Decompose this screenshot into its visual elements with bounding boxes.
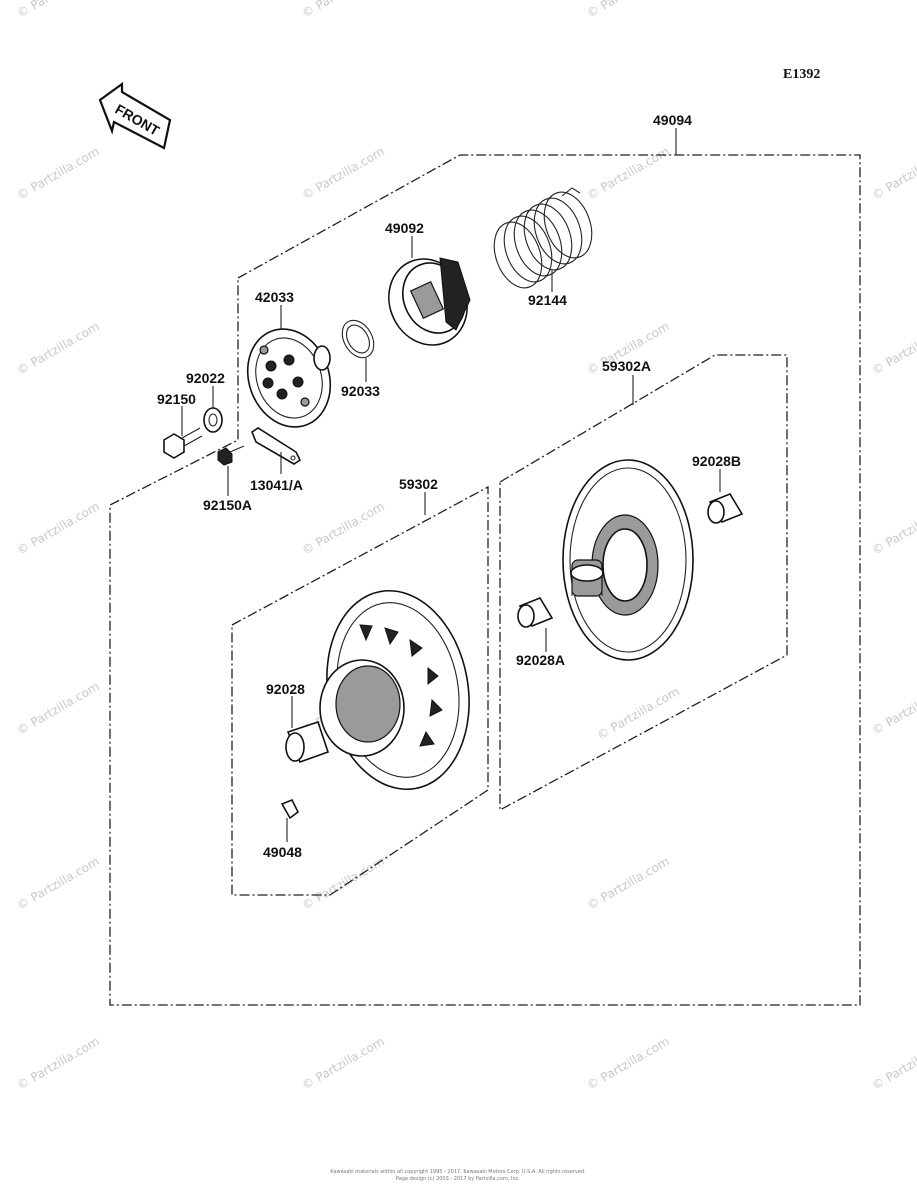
bushing-92028A bbox=[517, 597, 554, 628]
watermark: © Partzilla.com bbox=[15, 144, 102, 202]
watermark: © Partzilla.com bbox=[870, 679, 917, 737]
watermark: © Partzilla.com bbox=[870, 499, 917, 557]
weight-49048 bbox=[280, 798, 300, 820]
label-92144: 92144 bbox=[528, 292, 567, 308]
watermark-layer: © Partzilla.com © Partzilla.com © Partzi… bbox=[15, 0, 917, 1093]
diagram-code: E1392 bbox=[783, 67, 820, 82]
footer-design: Page design (c) 2003 - 2017 by Partzilla… bbox=[396, 1176, 520, 1182]
watermark: © Partzilla.com bbox=[15, 854, 102, 912]
watermark: © Partzilla.com bbox=[300, 144, 387, 202]
bushing-92028 bbox=[285, 720, 330, 764]
watermark: © Partzilla.com bbox=[870, 144, 917, 202]
assembly-box-59302 bbox=[231, 485, 489, 896]
watermark: © Partzilla.com bbox=[300, 854, 387, 912]
watermark: © Partzilla.com bbox=[15, 0, 102, 21]
label-13041: 13041/A bbox=[250, 477, 303, 493]
label-49092: 49092 bbox=[385, 220, 424, 236]
label-92022: 92022 bbox=[186, 370, 225, 386]
watermark: © Partzilla.com bbox=[585, 0, 672, 21]
plate-42033 bbox=[246, 328, 332, 428]
watermark: © Partzilla.com bbox=[15, 1034, 102, 1092]
watermark: © Partzilla.com bbox=[300, 1034, 387, 1092]
bolt-92150A bbox=[217, 445, 245, 466]
front-arrow-icon: FRONT bbox=[98, 81, 172, 150]
label-92150A: 92150A bbox=[203, 497, 252, 513]
bushing-92028B bbox=[707, 493, 744, 524]
label-59302: 59302 bbox=[399, 476, 438, 492]
watermark: © Partzilla.com bbox=[300, 0, 387, 21]
sheave-59302 bbox=[319, 589, 470, 791]
key-13041 bbox=[251, 427, 302, 465]
watermark: © Partzilla.com bbox=[870, 1034, 917, 1092]
label-49048: 49048 bbox=[263, 844, 302, 860]
watermark: © Partzilla.com bbox=[15, 499, 102, 557]
watermark: © Partzilla.com bbox=[15, 319, 102, 377]
footer-copyright: Kawasaki materials within all copyright … bbox=[330, 1169, 586, 1175]
label-49094: 49094 bbox=[653, 112, 692, 128]
washer-92022 bbox=[203, 407, 223, 433]
label-92150: 92150 bbox=[157, 391, 196, 407]
label-42033: 42033 bbox=[255, 289, 294, 305]
assembly-box-49094 bbox=[109, 154, 861, 1006]
spring-92144 bbox=[493, 187, 593, 289]
watermark: © Partzilla.com bbox=[15, 679, 102, 737]
cam-49092 bbox=[388, 257, 471, 346]
label-92028B: 92028B bbox=[692, 453, 741, 469]
circlip-92033 bbox=[341, 319, 375, 359]
watermark: © Partzilla.com bbox=[585, 1034, 672, 1092]
label-92028A: 92028A bbox=[516, 652, 565, 668]
watermark: © Partzilla.com bbox=[585, 144, 672, 202]
label-59302A: 59302A bbox=[602, 358, 651, 374]
assembly-box-59302A bbox=[499, 354, 788, 812]
leader-lines bbox=[181, 128, 721, 842]
watermark: © Partzilla.com bbox=[300, 499, 387, 557]
watermark: © Partzilla.com bbox=[595, 684, 682, 742]
watermark: © Partzilla.com bbox=[585, 854, 672, 912]
watermark: © Partzilla.com bbox=[870, 319, 917, 377]
sheave-59302A bbox=[562, 459, 694, 661]
label-92033: 92033 bbox=[341, 383, 380, 399]
label-92028: 92028 bbox=[266, 681, 305, 697]
bolt-92150 bbox=[163, 427, 203, 459]
